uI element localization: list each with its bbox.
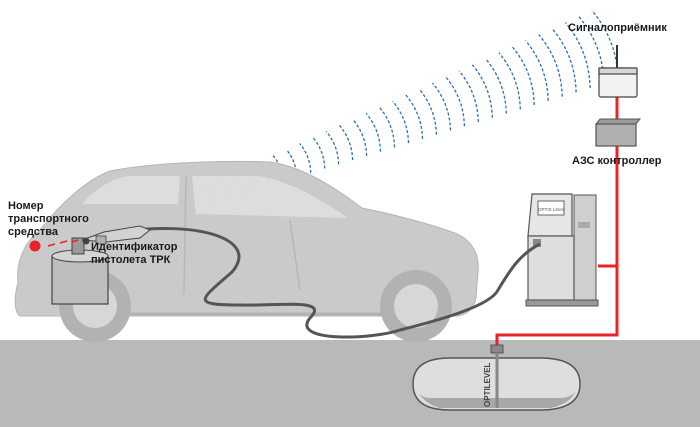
plate-dot: [29, 240, 41, 252]
fuel-nozzle-icon: [81, 225, 151, 245]
nozzle-label-line2: пистолета ТРК: [91, 254, 171, 266]
plate-label-line1: Номер: [8, 200, 44, 212]
plate-label-line2: транспортного: [8, 213, 89, 225]
car-window-rear: [192, 176, 348, 218]
ground: [0, 340, 700, 427]
receiver-box-icon: [598, 45, 638, 98]
signal-wave-arc: [511, 46, 535, 106]
signal-wave-arc: [551, 28, 577, 93]
signal-wave-arc: [538, 34, 563, 97]
plate-label-line3: средства: [8, 226, 59, 238]
dispenser-screen-text: OPTIS Litres: [538, 207, 565, 212]
nozzle-label-line1: Идентификатор: [91, 241, 178, 253]
signal-wave-arc: [445, 76, 466, 127]
signal-wave-arc: [432, 82, 452, 131]
signal-wave-arc: [418, 88, 438, 135]
signal-wave-arc: [325, 130, 340, 165]
controller-box-icon: [594, 118, 642, 147]
underground-tank-icon: OPTILEVEL: [412, 344, 581, 411]
wire-controller-to-dispenser: [598, 146, 619, 268]
signal-wave-arc: [339, 124, 354, 161]
signal-wave-arc: [312, 137, 326, 169]
signal-wave-arc: [564, 22, 591, 89]
signal-wave-arc: [498, 52, 521, 110]
receiver-label: Сигналоприёмник: [568, 22, 667, 34]
fuel-dispenser-icon: OPTIS Litres: [525, 193, 599, 307]
signal-wave-arc: [392, 100, 410, 144]
car-fuel-tank-icon: [51, 237, 109, 305]
signal-wave-arc: [485, 58, 507, 114]
signal-wave-arc: [405, 94, 424, 139]
controller-label: АЗС контроллер: [572, 155, 662, 167]
signal-wave-arc: [365, 112, 382, 152]
car-window-front: [82, 176, 180, 204]
car-silhouette-icon: [14, 160, 479, 342]
tank-brand-label: OPTILEVEL: [483, 362, 492, 407]
signal-wave-arc: [299, 143, 312, 173]
plate-id-marker: [29, 239, 79, 252]
signal-wave-arc: [458, 70, 479, 123]
signal-wave-arc: [525, 40, 549, 101]
signal-wave-arc: [352, 118, 368, 156]
signal-wave-arc: [378, 106, 396, 148]
fuel-hose: [119, 226, 541, 339]
signal-wave-arc: [471, 64, 493, 118]
